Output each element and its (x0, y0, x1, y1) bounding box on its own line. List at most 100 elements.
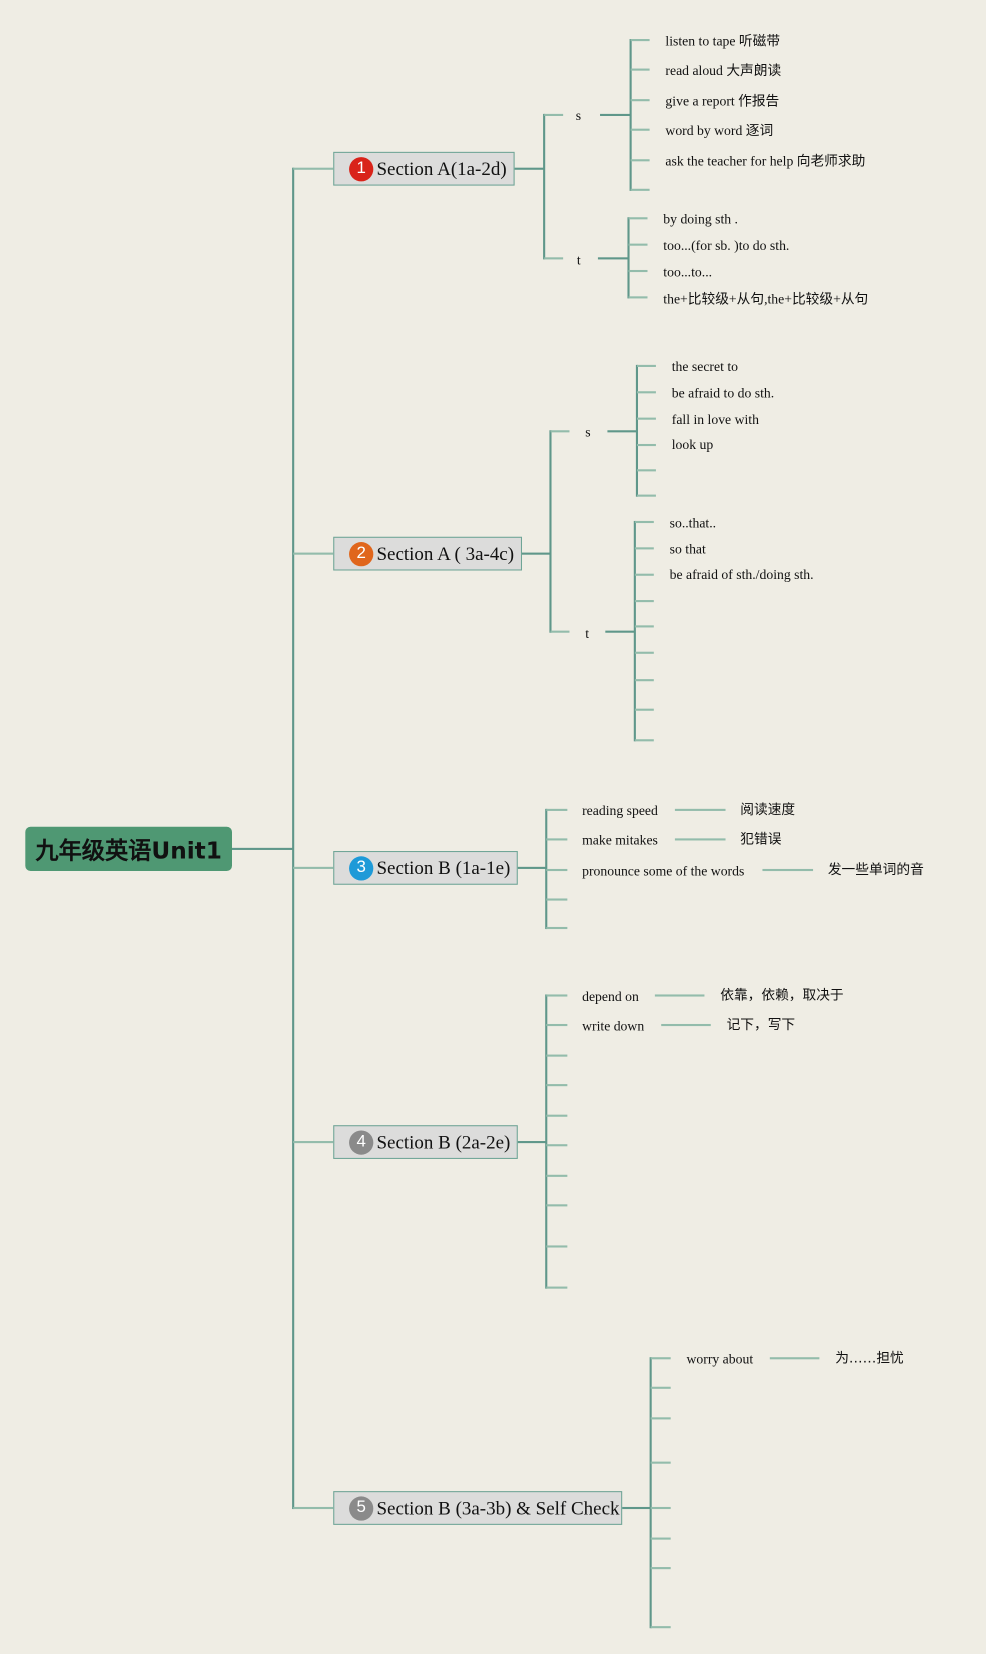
list-item[interactable]: word by word 逐词 (665, 122, 774, 139)
phrase-cn[interactable]: 为……担忧 (835, 1350, 904, 1367)
phrase-cn[interactable]: 记下，写下 (726, 1017, 796, 1034)
connector-line (630, 39, 650, 42)
list-item[interactable]: too...(for sb. )to do sth. (663, 237, 790, 254)
connector-line (628, 269, 648, 273)
section-title: Section A ( 3a-4c) (376, 542, 515, 564)
list-item[interactable]: the+比较级+从句,the+比较级+从句 (663, 291, 869, 307)
phrase-cn[interactable]: 依靠，依赖，取决于 (720, 988, 844, 1004)
connector-line (546, 994, 568, 997)
section-1-topic[interactable]: 1 Section A(1a-2d) (333, 151, 515, 186)
connector-line (546, 1023, 568, 1027)
connector-line (293, 552, 334, 555)
connector-line (650, 1417, 671, 1420)
connector-line (546, 1174, 568, 1177)
list-item[interactable]: by doing sth . (663, 210, 738, 227)
connector-line (674, 808, 726, 811)
group-label-s[interactable]: s (575, 107, 582, 124)
connector-line (636, 443, 656, 447)
connector-line (543, 113, 546, 260)
section-3-topic[interactable]: 3 Section B (1a-1e) (333, 851, 518, 885)
connector-line (546, 1144, 568, 1147)
connector-line (293, 167, 334, 170)
connector-line (630, 159, 650, 162)
connector-line (628, 296, 648, 299)
phrase-en[interactable]: depend on (582, 988, 639, 1004)
connector-line (293, 866, 334, 869)
connector-line (597, 257, 629, 260)
section-title: Section A(1a-2d) (376, 157, 507, 179)
list-item[interactable]: so that (669, 540, 706, 557)
list-item[interactable]: fall in love with (671, 411, 759, 428)
connector-line (634, 520, 654, 524)
connector-line (769, 1357, 820, 1360)
connector-line (654, 994, 705, 997)
connector-line (607, 430, 637, 433)
phrase-en[interactable]: reading speed (582, 802, 658, 819)
connector-line (546, 868, 568, 872)
connector-line (634, 625, 654, 628)
connector-line (630, 188, 650, 191)
connector-line (546, 1084, 568, 1087)
connector-line (649, 1357, 652, 1629)
connector-line (520, 552, 551, 555)
number-1-icon: 1 (349, 156, 374, 181)
connector-line (634, 708, 654, 711)
connector-line (634, 573, 654, 576)
connector-line (628, 217, 648, 220)
connector-line (546, 838, 568, 841)
connector-line (544, 257, 564, 260)
connector-line (762, 868, 814, 872)
connector-line (634, 651, 654, 654)
group-label-s[interactable]: s (585, 423, 591, 440)
connector-line (600, 113, 631, 117)
phrase-en[interactable]: make mitakes (582, 832, 658, 848)
connector-line (550, 630, 570, 633)
phrase-cn[interactable]: 阅读速度 (740, 802, 796, 819)
connector-line (627, 217, 630, 299)
connector-line (293, 1141, 334, 1144)
list-item[interactable]: read aloud 大声朗读 (665, 62, 782, 79)
group-label-t[interactable]: t (585, 625, 590, 642)
connector-line (546, 1114, 568, 1117)
connector-line (232, 847, 294, 850)
connector-line (634, 600, 654, 603)
list-item[interactable]: give a report 作报告 (665, 92, 780, 109)
number-2-icon: 2 (349, 541, 374, 566)
list-item[interactable]: ask the teacher for help 向老师求助 (665, 152, 866, 169)
phrase-en[interactable]: pronounce some of the words (582, 862, 745, 879)
connector-line (636, 364, 656, 367)
connector-line (546, 808, 568, 811)
list-item[interactable]: look up (671, 436, 714, 453)
connector-line (634, 679, 654, 682)
phrase-en[interactable]: worry about (686, 1350, 754, 1367)
list-item[interactable]: too...to... (663, 263, 713, 280)
number-3-icon: 3 (349, 855, 374, 881)
phrase-cn[interactable]: 犯错误 (740, 832, 782, 848)
list-item[interactable]: so..that.. (669, 514, 717, 531)
connector-line (546, 1204, 568, 1207)
section-4-topic[interactable]: 4 Section B (2a-2e) (333, 1125, 518, 1159)
connector-line (630, 128, 650, 131)
list-item[interactable]: be afraid to do sth. (671, 384, 775, 401)
connector-line (546, 1054, 568, 1057)
connector-line (293, 1506, 334, 1510)
list-item[interactable]: the secret to (671, 358, 738, 375)
section-title: Section B (3a-3b) & Self Check (376, 1496, 620, 1519)
connector-line (629, 39, 632, 191)
connector-line (628, 243, 648, 246)
group-label-t[interactable]: t (576, 252, 581, 268)
connector-line (635, 364, 639, 497)
connector-line (546, 926, 568, 930)
section-2-topic[interactable]: 2 Section A ( 3a-4c) (333, 536, 523, 571)
list-item[interactable]: be afraid of sth./doing sth. (669, 566, 814, 583)
phrase-en[interactable]: write down (582, 1017, 645, 1034)
list-item[interactable]: listen to tape 听磁带 (665, 32, 781, 49)
section-5-topic[interactable]: 5 Section B (3a-3b) & Self Check (333, 1491, 623, 1525)
connector-line (516, 1141, 547, 1144)
root-topic[interactable]: 九年级英语Unit1 (25, 826, 233, 872)
connector-line (650, 1506, 671, 1510)
phrase-cn[interactable]: 发一些单词的音 (827, 862, 924, 879)
connector-line (630, 68, 650, 71)
connector-line (621, 1506, 651, 1510)
connector-line (634, 739, 654, 742)
